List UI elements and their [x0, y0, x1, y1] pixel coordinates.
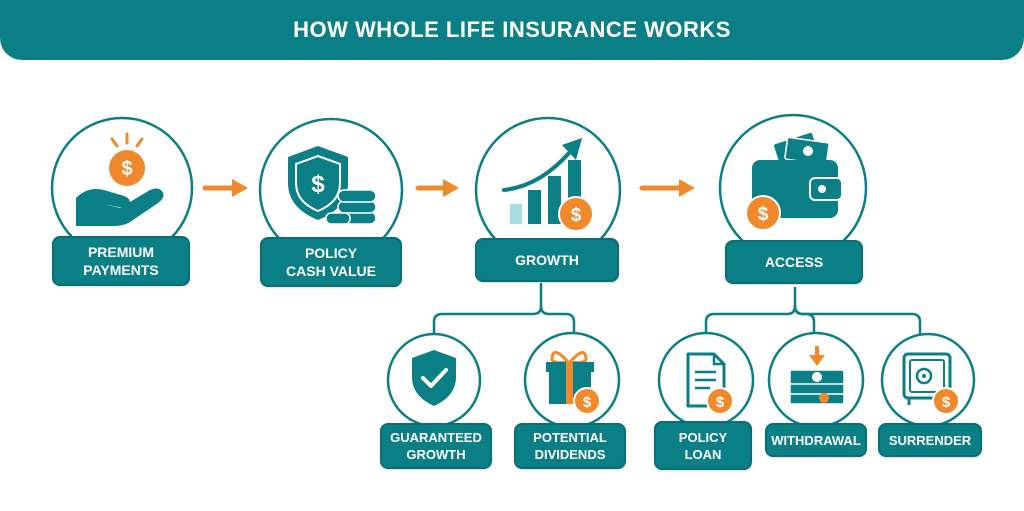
access-line1: ACCESS	[764, 254, 824, 270]
potential-dividends-line2: DIVIDENDS	[534, 447, 606, 462]
policy-loan-line2: LOAN	[684, 446, 722, 462]
guaranteed-growth-label: GUARANTEED GROWTH	[380, 423, 492, 469]
policy-loan-line1: POLICY	[678, 429, 728, 445]
surrender-line1: SURRENDER	[888, 432, 972, 448]
arrow-2-icon	[415, 179, 459, 197]
premium-payments-line2: PAYMENTS	[83, 262, 159, 278]
guaranteed-growth-line1: GUARANTEED	[390, 430, 482, 445]
premium-payments-label: PREMIUM PAYMENTS	[52, 236, 190, 286]
gift-dollar-icon: $	[546, 351, 601, 415]
policy-cash-value-line2: CASH VALUE	[286, 263, 376, 279]
document-dollar-icon: $	[686, 352, 734, 415]
access-label: ACCESS	[725, 240, 863, 284]
svg-text:$: $	[311, 171, 325, 198]
arrow-1-icon	[202, 179, 248, 197]
shield-check-icon	[412, 350, 456, 406]
svg-text:$: $	[583, 394, 592, 411]
hand-dollar-icon: $	[76, 132, 164, 226]
guaranteed-growth-line2: GROWTH	[406, 447, 466, 462]
withdrawal-line1: WITHDRAWAL	[771, 432, 861, 448]
potential-dividends-label: POTENTIAL DIVIDENDS	[514, 423, 626, 469]
wallet-icon: $	[745, 132, 843, 231]
surrender-label: SURRENDER	[878, 423, 982, 457]
withdrawal-label: WITHDRAWAL	[765, 423, 867, 457]
arrow-3-icon	[639, 179, 695, 197]
policy-cash-value-line1: POLICY	[304, 245, 358, 261]
growth-line1: GROWTH	[515, 252, 579, 268]
growth-label: GROWTH	[475, 238, 619, 282]
title-banner: HOW WHOLE LIFE INSURANCE WORKS	[0, 0, 1024, 60]
policy-loan-label: POLICY LOAN	[654, 421, 752, 470]
policy-cash-value-label: POLICY CASH VALUE	[260, 237, 402, 287]
svg-text:$: $	[121, 158, 132, 180]
safe-icon: $	[902, 352, 960, 415]
potential-dividends-line1: POTENTIAL	[533, 430, 607, 445]
svg-text:$: $	[758, 204, 769, 225]
svg-text:$: $	[716, 394, 725, 411]
cash-withdrawal-icon	[789, 346, 845, 405]
svg-text:$: $	[571, 205, 582, 226]
svg-text:$: $	[942, 394, 951, 411]
shield-coins-icon: $	[288, 146, 377, 225]
page-title: HOW WHOLE LIFE INSURANCE WORKS	[293, 17, 731, 42]
connector-lines	[432, 282, 922, 342]
growth-chart-icon: $	[502, 138, 594, 232]
premium-payments-line1: PREMIUM	[87, 244, 155, 260]
